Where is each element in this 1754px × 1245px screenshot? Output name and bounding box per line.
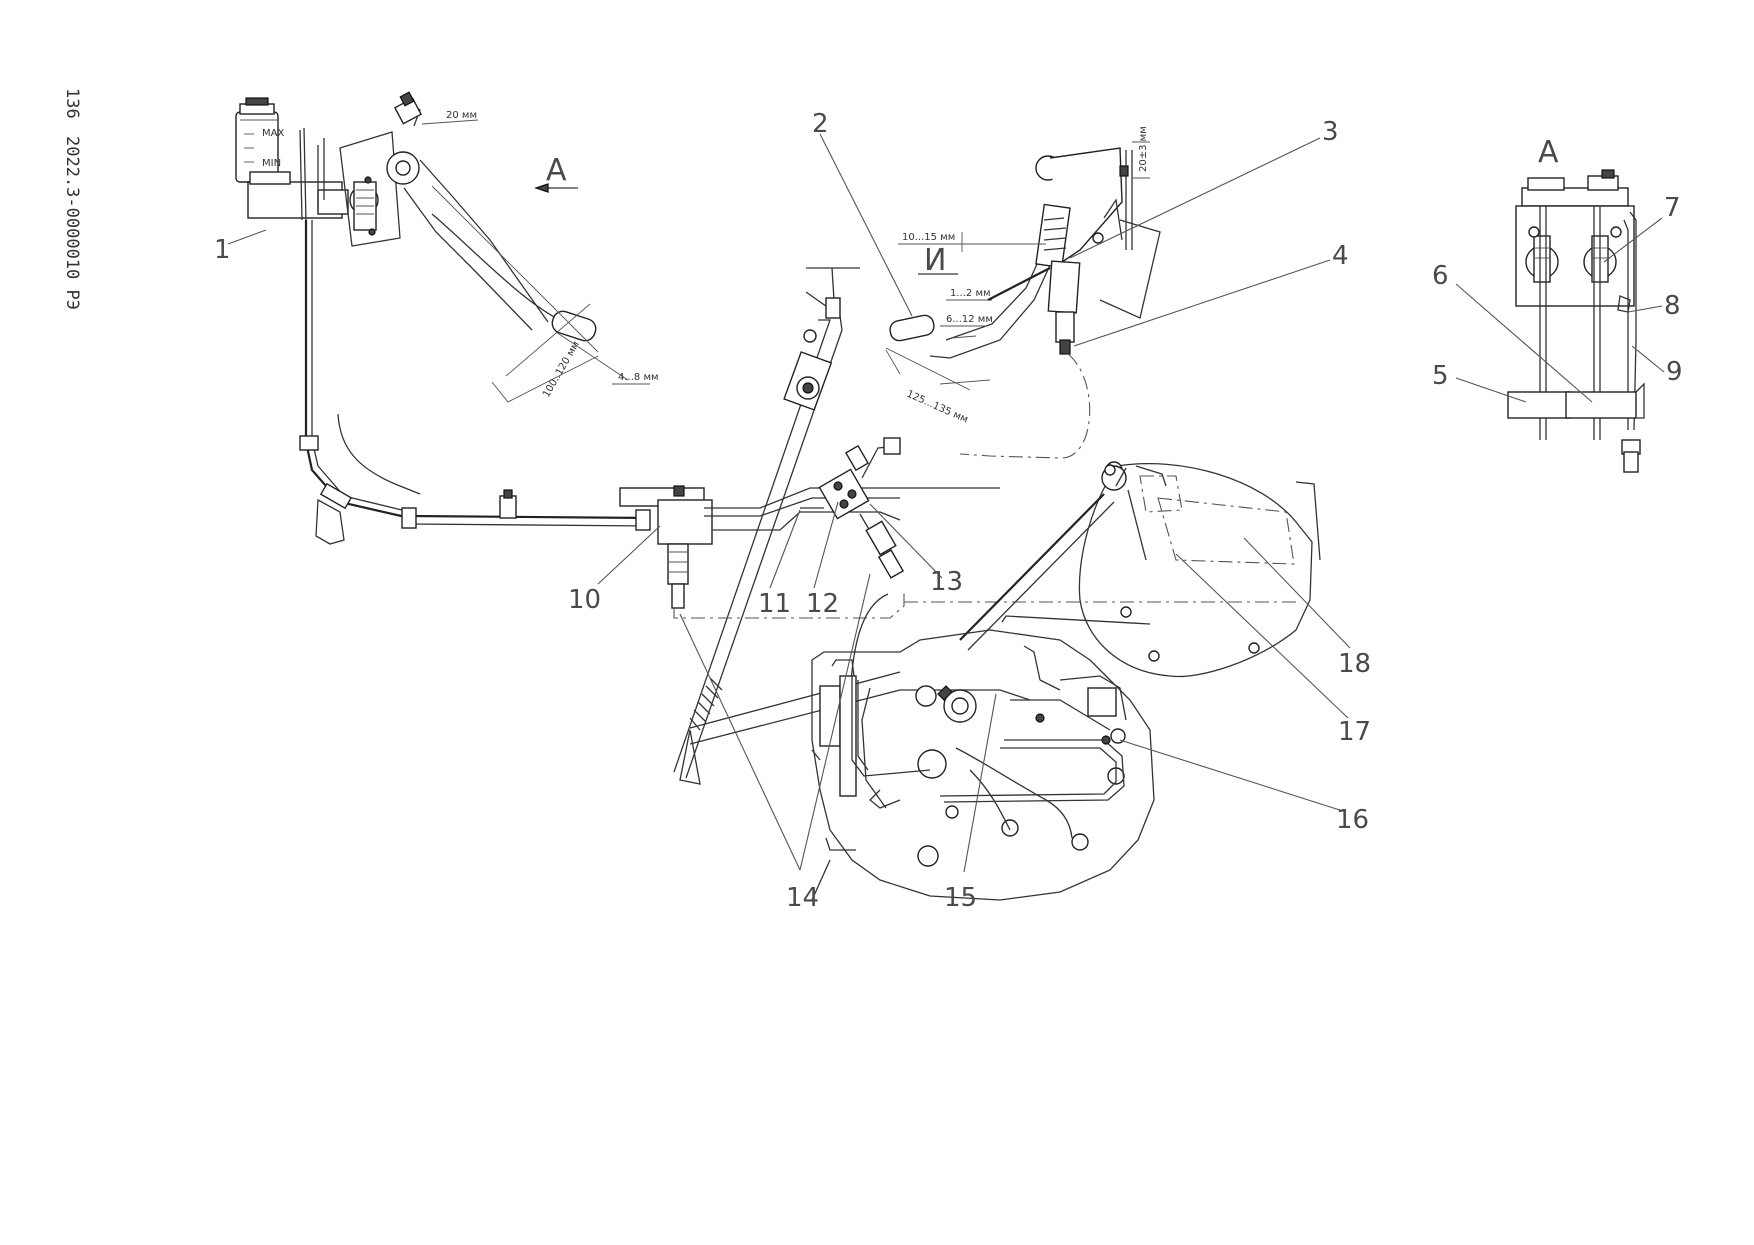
dim-rod: 10...15 мм bbox=[902, 232, 955, 243]
inset-view-a: А bbox=[1507, 135, 1645, 473]
gearbox-housing bbox=[689, 629, 1155, 901]
document-code: 2022.3-0000010 РЭ bbox=[62, 136, 82, 310]
lower-line-dash-left bbox=[673, 592, 905, 619]
callouts: 1 2 3 4 5 6 7 8 9 10 11 12 13 14 15 16 1… bbox=[214, 109, 1683, 913]
dim-stroke-1: 100..120 мм bbox=[541, 340, 582, 400]
callout-6: 6 bbox=[1432, 261, 1449, 291]
view-arrow-label: А bbox=[546, 153, 567, 188]
release-linkage bbox=[959, 467, 1151, 651]
callout-17: 17 bbox=[1338, 717, 1371, 747]
dim-gap-1: 4...8 мм bbox=[618, 372, 659, 383]
junction-block bbox=[619, 485, 1000, 609]
callout-3: 3 bbox=[1322, 117, 1339, 147]
dim-cyl-top: 20±3 мм bbox=[1138, 126, 1149, 172]
dim-pad: 6...12 мм bbox=[946, 314, 993, 325]
callout-10: 10 bbox=[568, 585, 601, 615]
callout-1: 1 bbox=[214, 235, 231, 265]
slave-hose-inner bbox=[857, 680, 869, 771]
brake-line-dash bbox=[959, 353, 1091, 459]
callout-15: 15 bbox=[944, 883, 977, 913]
release-actuator bbox=[1078, 461, 1321, 678]
master-cylinder-assembly: MAX MIN bbox=[235, 97, 401, 247]
callout-4: 4 bbox=[1332, 241, 1349, 271]
callout-12: 12 bbox=[806, 589, 839, 619]
callout-5: 5 bbox=[1432, 361, 1449, 391]
dim-stroke-2: 125...135 мм bbox=[905, 389, 970, 426]
page-number: 136 bbox=[62, 88, 82, 119]
hydraulic-line-main bbox=[299, 220, 651, 545]
callout-18: 18 bbox=[1338, 649, 1371, 679]
callout-16: 16 bbox=[1336, 805, 1369, 835]
callout-13: 13 bbox=[930, 567, 963, 597]
inset-view-title: А bbox=[1538, 135, 1559, 170]
section-mark: И bbox=[924, 243, 946, 278]
reservoir-min-label: MIN bbox=[262, 158, 281, 169]
view-arrow: А bbox=[534, 153, 578, 193]
callout-2: 2 bbox=[812, 109, 829, 139]
parking-brake-lever bbox=[673, 267, 860, 785]
callout-9: 9 bbox=[1666, 357, 1683, 387]
brake-master-cylinder bbox=[1035, 147, 1161, 355]
callout-7: 7 bbox=[1664, 193, 1681, 223]
dim-top-pedal: 20 мм bbox=[446, 110, 477, 121]
margin-label: 136 2022.3-0000010 РЭ bbox=[62, 88, 82, 328]
slave-hose bbox=[851, 676, 931, 777]
leader-lines bbox=[227, 133, 1665, 873]
callout-14: 14 bbox=[786, 883, 819, 913]
brake-valve-tee bbox=[800, 437, 905, 579]
clutch-pedal bbox=[386, 91, 629, 381]
callout-8: 8 bbox=[1664, 291, 1681, 321]
dim-free: 1...2 мм bbox=[950, 288, 991, 299]
reservoir-max-label: MAX bbox=[262, 128, 284, 139]
callout-11: 11 bbox=[758, 589, 791, 619]
